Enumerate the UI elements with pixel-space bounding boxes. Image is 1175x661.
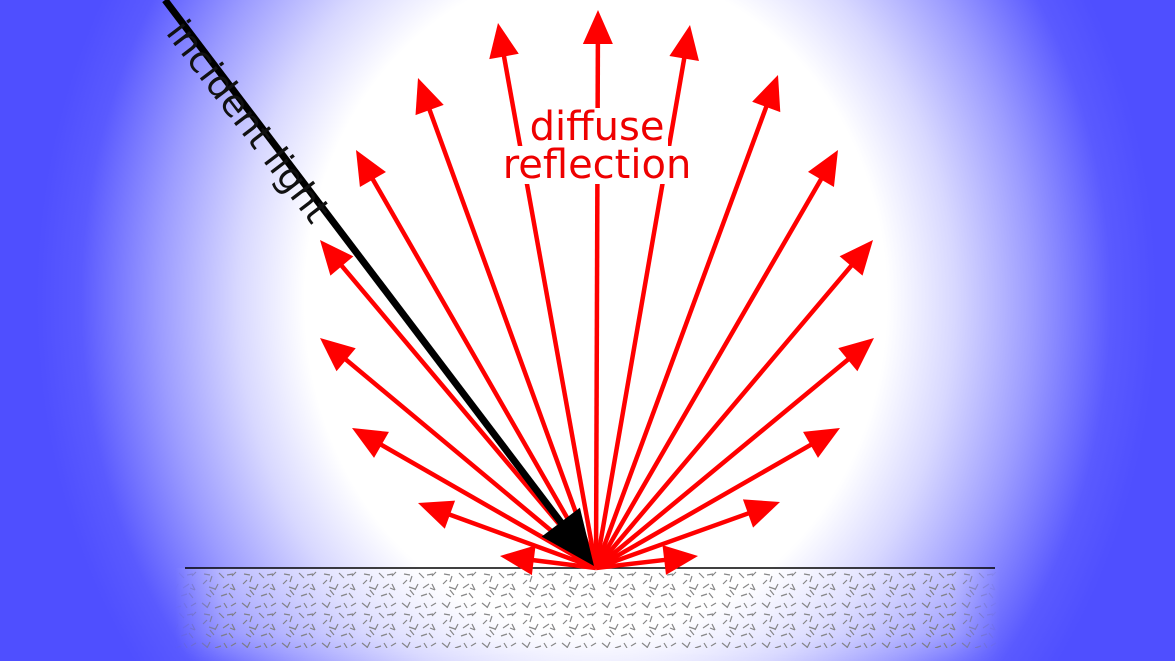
reflected-ray [367, 172, 598, 570]
arrowhead-icon [803, 428, 840, 458]
reflected-ray [595, 509, 756, 571]
arrowhead-icon [839, 240, 873, 276]
reflected-ray [594, 259, 858, 570]
arrowhead-icon [320, 338, 356, 372]
arrowhead-icon [742, 499, 780, 528]
reflected-ray [500, 49, 599, 569]
reflected-ray [594, 439, 818, 570]
reflected-ray [595, 556, 672, 571]
reflected-arrows [320, 10, 874, 576]
arrowhead-icon [489, 23, 519, 60]
arrowhead-icon [500, 545, 536, 576]
reflected-ray [374, 439, 598, 570]
arrowhead-icon [320, 240, 354, 276]
arrowhead-icon [352, 428, 389, 458]
incident-light-arrow [162, 0, 594, 566]
arrowhead-icon [582, 10, 613, 45]
reflected-ray [425, 102, 599, 569]
arrowhead-icon [807, 150, 838, 187]
diffuse-reflection-label: diffuse reflection [492, 107, 702, 185]
reflected-ray [594, 172, 827, 570]
arrowhead-icon [356, 150, 386, 187]
reflected-ray [593, 99, 771, 569]
reflected-ray [594, 353, 855, 570]
arrowhead-icon [662, 545, 698, 575]
rough-surface [175, 568, 1000, 661]
diffuse-label-line1: diffuse [525, 107, 669, 147]
reflected-ray [442, 510, 597, 571]
diffuse-label-line2: reflection [498, 145, 696, 185]
reflected-ray [593, 51, 688, 569]
reflected-ray [526, 557, 597, 571]
arrowhead-icon [415, 78, 444, 116]
arrowhead-icon [418, 500, 456, 529]
arrowhead-icon [669, 25, 699, 62]
arrowhead-icon [838, 338, 874, 372]
arrowhead-icon [752, 75, 781, 113]
